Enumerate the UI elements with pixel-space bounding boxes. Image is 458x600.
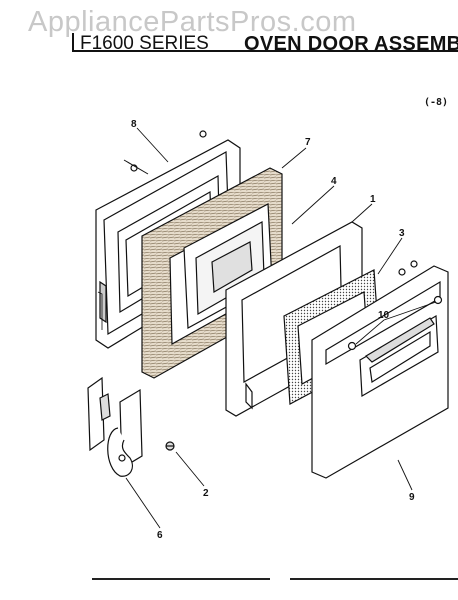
callout-1: 1	[370, 194, 376, 205]
callout-labels: 8 7 4 1 3 10 9 2 6	[131, 119, 415, 541]
callout-4: 4	[331, 176, 337, 187]
series-label: F1600 SERIES	[80, 33, 209, 54]
diagram-code: (-8)	[424, 97, 449, 108]
callout-9: 9	[409, 492, 415, 503]
footer-rule-left	[92, 578, 270, 580]
callout-6: 6	[157, 530, 163, 541]
hinge-screw-part	[165, 441, 175, 451]
hinge-part	[87, 376, 143, 477]
watermark: AppliancePartsPros.com	[28, 6, 357, 38]
callout-8: 8	[131, 119, 137, 130]
leader-lines	[125, 127, 437, 529]
callout-10: 10	[378, 310, 390, 321]
header-rule	[72, 50, 458, 52]
mounting-screw-parts	[123, 130, 418, 276]
callout-2: 2	[203, 488, 209, 499]
callout-7: 7	[305, 137, 311, 148]
callout-3: 3	[399, 228, 405, 239]
handle-screw-part	[347, 295, 443, 351]
header-bracket	[72, 33, 80, 50]
footer-rule-right	[290, 578, 458, 580]
diagram-title: OVEN DOOR ASSEMBLY	[244, 33, 458, 55]
